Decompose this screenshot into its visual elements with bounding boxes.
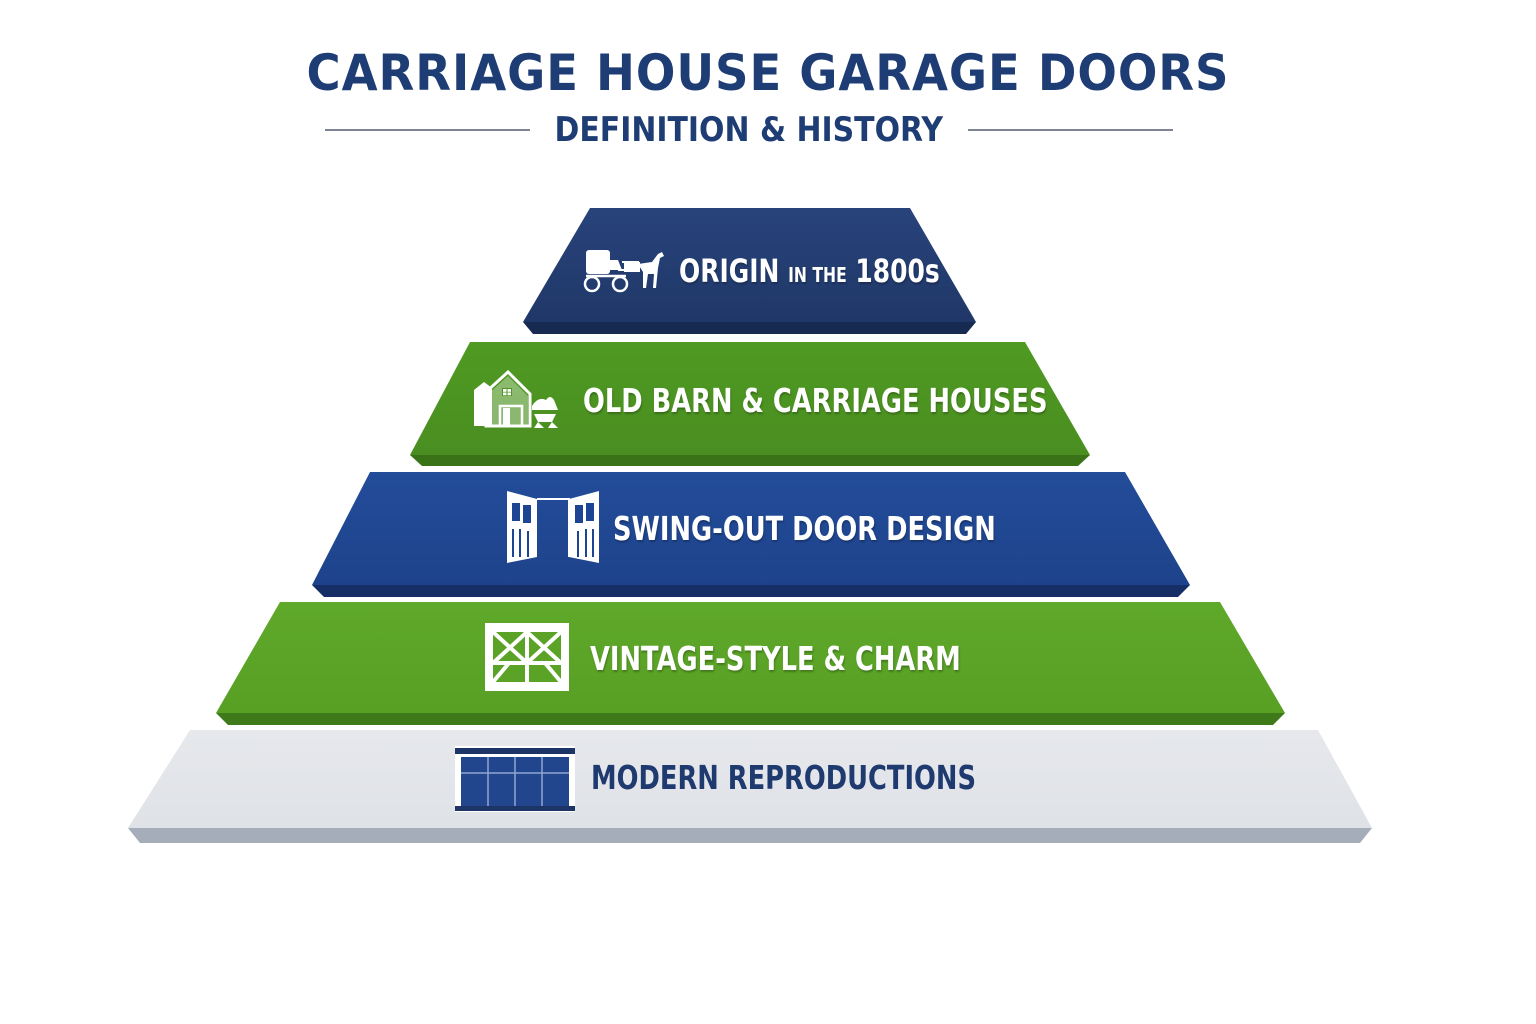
right-divider: [967, 129, 1173, 131]
tier-1-label: ORIGIN IN THE 1800s: [679, 250, 1013, 292]
tier-5: [128, 730, 1372, 843]
cross-buck-window-icon: [485, 623, 569, 691]
tier-1-label-main: ORIGIN: [679, 252, 780, 290]
tier-4-label: VINTAGE-STYLE & CHARM: [590, 638, 961, 678]
horse-carriage-icon: [583, 250, 664, 293]
tier-1-label-end: 1800s: [855, 252, 940, 290]
subtitle-row: DEFINITION & HISTORY: [325, 108, 1173, 152]
page-subtitle: DEFINITION & HISTORY: [554, 110, 944, 150]
barn-icon: [474, 370, 558, 428]
swing-doors-icon: [507, 491, 599, 563]
garage-door-icon: [455, 746, 575, 812]
tier-2-label: OLD BARN & CARRIAGE HOUSES: [583, 380, 1048, 420]
tier-4: [216, 602, 1285, 725]
tier-1: [523, 208, 976, 334]
tier-3-label: SWING-OUT DOOR DESIGN: [613, 508, 996, 548]
left-divider: [325, 129, 531, 131]
page-title: CARRIAGE HOUSE GARAGE DOORS: [306, 44, 1230, 102]
tier-2: [410, 342, 1090, 466]
tier-1-label-small: IN THE: [788, 263, 847, 287]
tier-5-label: MODERN REPRODUCTIONS: [591, 757, 977, 797]
